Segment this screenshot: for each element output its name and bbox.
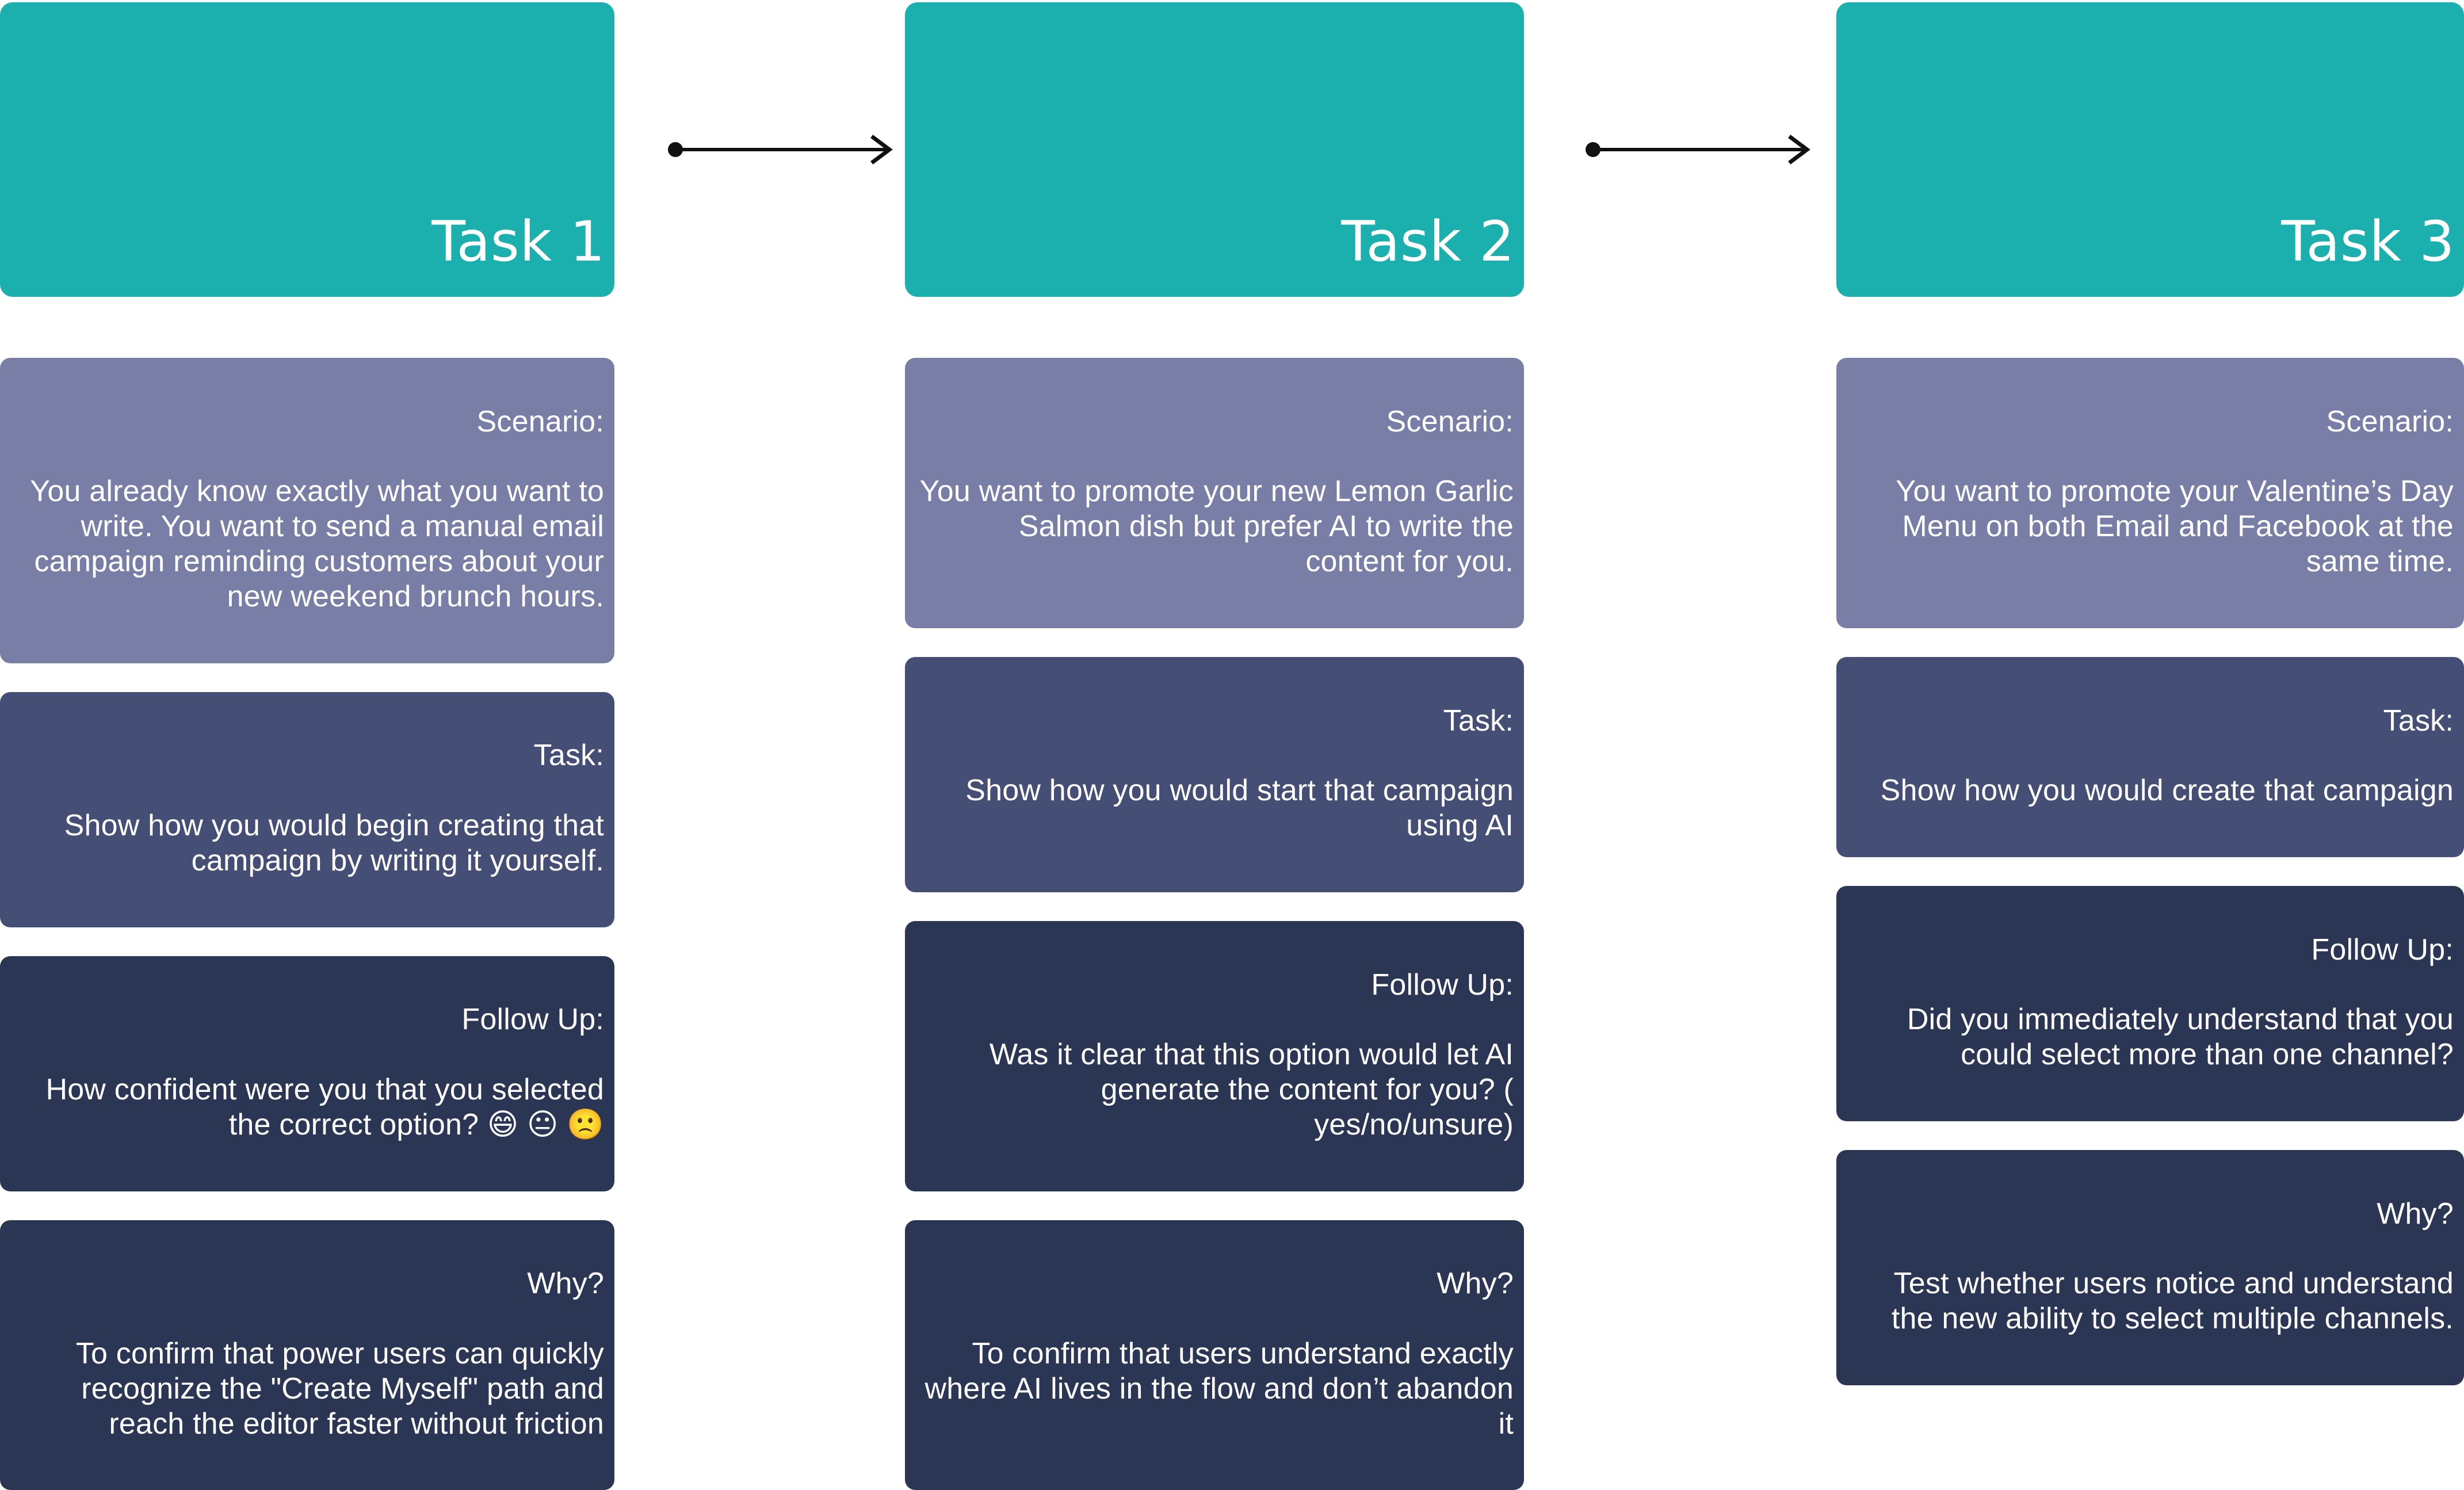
card-body: You want to promote your Valentine’s Day… (1896, 475, 2454, 579)
card-body: Show how you would begin creating that c… (64, 809, 604, 877)
card-body: You already know exactly what you want t… (30, 475, 604, 613)
card-label: Follow Up: (1371, 968, 1514, 1002)
card-task-3: Task: Show how you would create that cam… (1836, 656, 2464, 857)
card-label: Follow Up: (2311, 933, 2454, 966)
card-why-2: Why? To confirm that users understand ex… (905, 1220, 1524, 1490)
arrow-right-icon (668, 135, 893, 165)
card-body: Was it clear that this option would let … (989, 1038, 1514, 1141)
card-body: You want to promote your new Lemon Garli… (919, 475, 1514, 579)
arrow-task1-to-task2 (667, 133, 897, 166)
card-task-1: Task: Show how you would begin creating … (0, 691, 614, 927)
card-body: Show how you would create that campaign (1880, 774, 2454, 808)
task-header-3-title: Task 3 (2281, 209, 2455, 274)
card-label: Why? (2377, 1197, 2454, 1231)
card-body: To confirm that users understand exactly… (925, 1337, 1514, 1441)
card-followup-1: Follow Up: How confident were you that y… (0, 956, 614, 1191)
card-label: Task: (2383, 704, 2454, 738)
task-header-2-title: Task 2 (1341, 209, 1515, 274)
card-task-2: Task: Show how you would start that camp… (905, 656, 1524, 892)
card-scenario-1: Scenario: You already know exactly what … (0, 358, 614, 663)
card-label: Why? (527, 1267, 604, 1301)
card-followup-2: Follow Up: Was it clear that this option… (905, 920, 1524, 1191)
task-column-1-cards: Scenario: You already know exactly what … (0, 358, 614, 1490)
card-label: Scenario: (2326, 404, 2454, 438)
card-body: Test whether users notice and understand… (1891, 1267, 2454, 1336)
card-body: How confident were you that you selected… (45, 1073, 604, 1141)
task-column-2-cards: Scenario: You want to promote your new L… (905, 358, 1524, 1490)
card-body: Did you immediately understand that you … (1907, 1003, 2454, 1072)
card-why-3: Why? Test whether users notice and under… (1836, 1149, 2464, 1385)
card-label: Scenario: (476, 404, 604, 438)
card-body: To confirm that power users can quickly … (75, 1337, 604, 1441)
arrow-task2-to-task3 (1585, 133, 1815, 166)
card-label: Follow Up: (461, 1003, 604, 1037)
card-why-1: Why? To confirm that power users can qui… (0, 1220, 614, 1490)
card-label: Task: (533, 739, 604, 773)
card-followup-3: Follow Up: Did you immediately understan… (1836, 885, 2464, 1121)
arrow-right-icon (1586, 135, 1810, 165)
task-header-1-title: Task 1 (431, 209, 605, 274)
card-label: Why? (1437, 1267, 1514, 1301)
task-column-3-cards: Scenario: You want to promote your Valen… (1836, 358, 2464, 1385)
task-header-2: Task 2 (905, 2, 1524, 297)
card-label: Scenario: (1386, 404, 1514, 438)
card-label: Task: (1443, 704, 1514, 738)
card-scenario-2: Scenario: You want to promote your new L… (905, 358, 1524, 628)
task-header-3: Task 3 (1836, 2, 2464, 297)
task-header-1: Task 1 (0, 2, 614, 297)
card-body: Show how you would start that campaign u… (965, 774, 1514, 843)
card-scenario-3: Scenario: You want to promote your Valen… (1836, 358, 2464, 628)
